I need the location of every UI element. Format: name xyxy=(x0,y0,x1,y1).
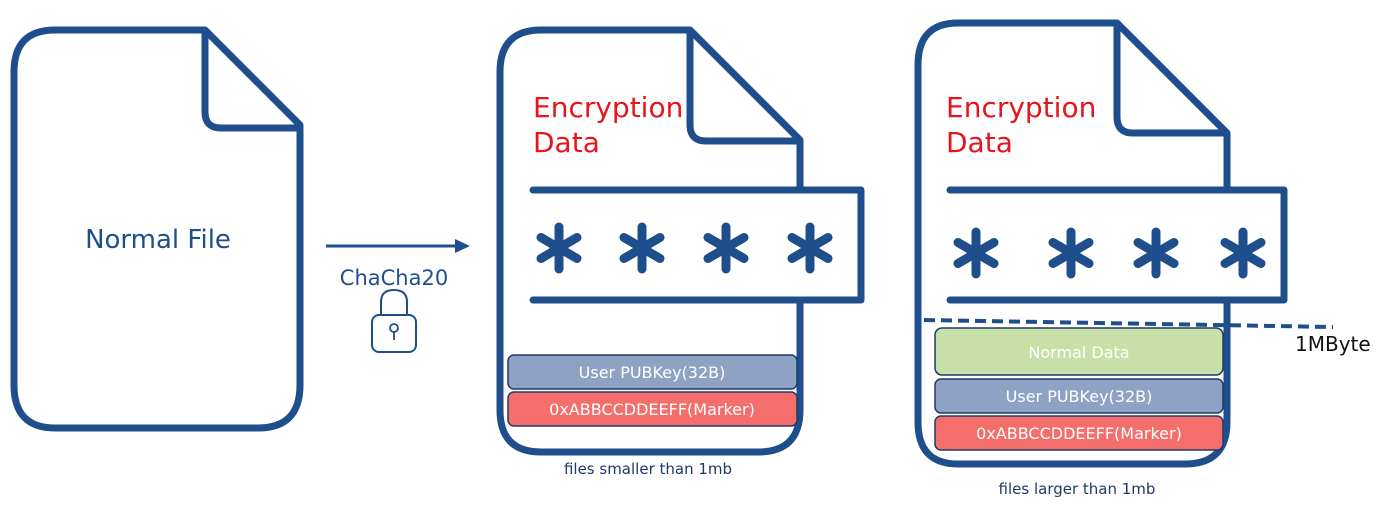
large-file-title-line2: Data xyxy=(946,126,1013,159)
large-file-marker-block: 0xABBCCDDEEFF(Marker) xyxy=(934,415,1224,451)
normal-file-document: Normal File xyxy=(10,26,304,432)
asterisk-icon xyxy=(1220,227,1266,279)
asterisk-icon xyxy=(1133,227,1179,279)
large-file-caption: files larger than 1mb xyxy=(999,480,1156,498)
asterisk-icon xyxy=(703,222,749,274)
normal-file-fold xyxy=(201,30,300,132)
encryption-process: ChaCha20 xyxy=(326,239,470,353)
algorithm-label: ChaCha20 xyxy=(340,266,448,290)
asterisk-icon xyxy=(619,222,665,274)
large-file-user-pubkey-block: User PUBKey(32B) xyxy=(934,378,1224,414)
large-file-mask xyxy=(953,227,1266,279)
normal-file-label: Normal File xyxy=(85,225,231,255)
large-file-document: Encryption Data xyxy=(914,19,1371,498)
small-file-title-line2: Data xyxy=(533,126,600,159)
large-file-title-line1: Encryption xyxy=(946,91,1096,124)
small-file-mask xyxy=(536,222,833,274)
large-file-user-pubkey-label: User PUBKey(32B) xyxy=(1006,387,1153,406)
process-arrow-head xyxy=(455,239,470,253)
large-file-marker-label: 0xABBCCDDEEFF(Marker) xyxy=(976,424,1182,443)
small-file-outline xyxy=(496,26,865,456)
asterisk-icon xyxy=(953,227,999,279)
large-file-normal-data-block: Normal Data xyxy=(934,327,1224,376)
asterisk-icon xyxy=(536,222,582,274)
one-mbyte-boundary-line xyxy=(923,318,1334,329)
asterisk-icon xyxy=(1048,227,1094,279)
small-file-user-pubkey-label: User PUBKey(32B) xyxy=(579,363,726,382)
one-mbyte-boundary-label: 1MByte xyxy=(1295,332,1371,356)
small-file-caption: files smaller than 1mb xyxy=(564,460,732,478)
asterisk-icon xyxy=(787,222,833,274)
padlock-icon xyxy=(371,288,417,353)
small-file-marker-label: 0xABBCCDDEEFF(Marker) xyxy=(549,400,755,419)
small-file-user-pubkey-block: User PUBKey(32B) xyxy=(507,354,798,390)
large-file-fold xyxy=(1113,23,1227,137)
small-file-marker-block: 0xABBCCDDEEFF(Marker) xyxy=(507,391,798,427)
small-file-title-line1: Encryption xyxy=(533,91,683,124)
small-file-fold xyxy=(686,30,800,145)
small-file-document: Encryption Data xyxy=(496,26,865,478)
large-file-normal-data-label: Normal Data xyxy=(1028,343,1129,362)
